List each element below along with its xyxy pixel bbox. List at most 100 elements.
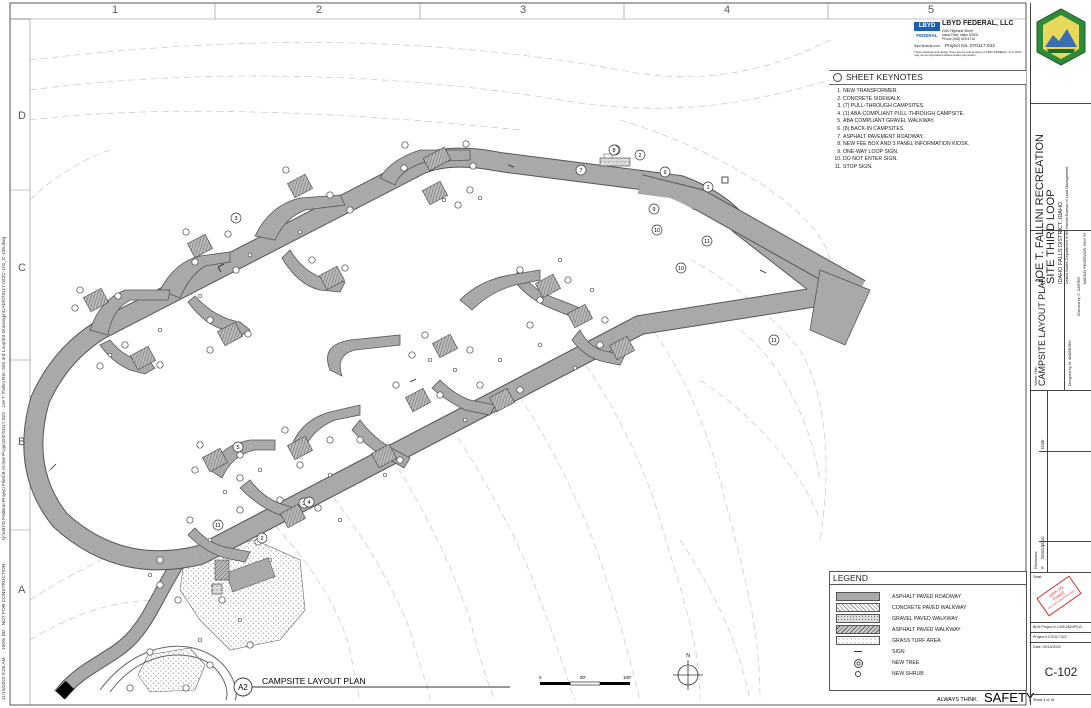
new-tree (121, 341, 129, 349)
new-tree (96, 362, 104, 370)
new-tree (71, 304, 79, 312)
company-project-no: Project No. 070117.022 (944, 44, 995, 49)
contour-line (379, 439, 496, 701)
scale-label-0: 0 (539, 675, 542, 680)
contour-line (29, 599, 161, 641)
new-tree (314, 504, 322, 512)
keynotes-title: SHEET KEYNOTES (846, 71, 923, 82)
legend-item-asphalt: ASPHALT PAVED ROADWAY (836, 592, 961, 601)
contour-line (29, 149, 111, 201)
campsite-pad (405, 387, 431, 413)
new-tree (191, 466, 199, 474)
new-tree (466, 346, 474, 354)
contour-line (29, 75, 831, 109)
new-shrub (247, 252, 253, 258)
keynote-item: (8) BACK-IN CAMPSITES. (843, 126, 1026, 134)
safety-big-text: SAFETY (984, 690, 1035, 705)
contour-line (619, 289, 761, 701)
new-shrub (197, 637, 203, 643)
new-tree (236, 506, 244, 514)
company-block: LBYD FEDERAL LBYD FEDERAL, LLC 2420 High… (914, 20, 1026, 68)
rev-col-date: Date (1040, 439, 1045, 449)
new-tree (326, 191, 334, 199)
new-shrub (537, 342, 543, 348)
callout-number: 3 (234, 216, 237, 222)
new-tree (126, 684, 134, 692)
grid-col-2: 2 (316, 4, 323, 16)
transformer (721, 176, 729, 184)
sheet-number: C-102 (1044, 665, 1078, 679)
contour-line (259, 509, 361, 701)
new-tree (191, 258, 199, 266)
company-disclaimer: These drawings and design intent are the… (914, 50, 1022, 58)
new-tree (282, 166, 290, 174)
concrete-swatch (836, 603, 880, 612)
new-shrub (589, 287, 595, 293)
new-tree (341, 264, 349, 272)
keynote-item: (7) PULL-THROUGH CAMPSITES. (843, 103, 1026, 111)
contour-line (559, 329, 701, 701)
logo-top-text: LBYD (918, 23, 936, 29)
grid-row-b: B (18, 436, 26, 448)
entrance-parking (211, 557, 276, 595)
legend-item-gravel: GRAVEL PAVED WALKWAY (836, 614, 958, 623)
north-label: N (686, 653, 690, 659)
new-tree (174, 596, 182, 604)
campsite-pad (83, 287, 109, 313)
keynote-callouts: 1223345678991010111111 (212, 144, 780, 544)
new-shrub (441, 197, 447, 203)
callout-bubble (651, 224, 663, 236)
fee-kiosk (599, 153, 631, 167)
grid-col-3: 3 (520, 4, 527, 16)
legend-label: SIGN (892, 648, 905, 655)
campsite-pad (371, 443, 397, 469)
keynote-item: ABA COMPLIANT GRAVEL WALKWAY. (843, 118, 1026, 126)
keynote-item: (1) ABA-COMPLIANT PULL-THROUGH CAMPSITE. (843, 111, 1026, 119)
new-tree (516, 386, 524, 394)
new-tree (276, 496, 284, 504)
grid-col-5: 5 (928, 4, 935, 16)
keynote-item: STOP SIGN. (843, 164, 1026, 172)
new-tree (308, 256, 316, 264)
campsite-pad (287, 173, 313, 199)
campsite-pad (130, 345, 156, 371)
rev-col-description: Description (1040, 536, 1045, 559)
new-tree (466, 186, 474, 194)
grid-row-c: C (18, 262, 26, 274)
callout-bubble (230, 212, 242, 224)
campsite-pad (432, 333, 458, 359)
keynote-item: CONCRETE SIDEWALK. (843, 96, 1026, 104)
new-shrub (477, 195, 483, 201)
legend-item-concrete: CONCRETE PAVED WALKWAY (836, 603, 967, 612)
new-tree (206, 661, 214, 669)
callout-number: 8 (612, 148, 615, 154)
topographic-contours (29, 39, 831, 701)
design-phase-stamp: 100% DD PHASE NOT FOR CONSTRUCTION (1036, 575, 1082, 617)
contour-line (29, 110, 521, 131)
legend-label: GRASS TURF AREA (892, 637, 941, 644)
seal-label: Seal: (1033, 574, 1043, 579)
view-id: A2 (238, 683, 248, 692)
new-tree (536, 296, 544, 304)
new-shrub (297, 229, 303, 235)
new-trees (71, 140, 609, 692)
blm-project-number: BLM Project # 1405-0624P012 (1031, 622, 1091, 632)
callout-bubble (701, 235, 713, 247)
new-shrub (382, 472, 388, 478)
new-tree (76, 286, 84, 294)
callout-bubble (659, 166, 671, 178)
grid-col-4: 4 (724, 4, 731, 16)
contour-line (319, 479, 431, 701)
revisions-label: Revisions: (1033, 550, 1038, 569)
campsite-pad (287, 435, 313, 461)
grid-row-d: D (18, 110, 26, 122)
new-tree (156, 361, 164, 369)
legend-label: GRAVEL PAVED WALKWAY (892, 615, 958, 622)
campsite-pad (567, 303, 593, 329)
company-web: lbyd-federal.com (914, 44, 940, 48)
campsite-spurs (89, 149, 626, 563)
callout-number: 4 (307, 500, 310, 506)
new-tree (156, 581, 164, 589)
